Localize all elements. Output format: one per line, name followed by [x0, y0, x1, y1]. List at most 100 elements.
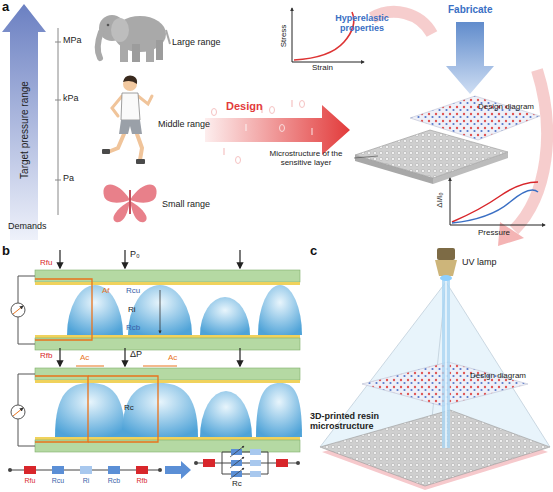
- range-scale: [55, 42, 61, 43]
- parallel-circuit: [230, 457, 244, 468]
- pressure-arrow: [239, 348, 240, 366]
- pressure-arrow: [59, 250, 60, 268]
- runner-icon: [138, 96, 152, 104]
- binary-decoration: [311, 128, 312, 135]
- parallel-circuit: [250, 460, 261, 466]
- butterfly-icon: [103, 184, 156, 222]
- series-circuit: [8, 468, 12, 472]
- current-path: [160, 290, 161, 333]
- elephant-icon: [107, 24, 110, 27]
- elephant-icon: [98, 32, 101, 58]
- resistor-label: Rfb: [40, 352, 52, 361]
- leader-line: [354, 156, 378, 158]
- pressure-arrow: [60, 348, 240, 366]
- axis-label: Pressure: [478, 229, 510, 238]
- series-circuit: [158, 468, 162, 472]
- binary-decoration: [212, 109, 217, 116]
- resistor-label: Rcu: [126, 287, 140, 296]
- axis-label: Strain: [312, 64, 333, 73]
- elephant-icon: [111, 18, 129, 42]
- callout-label: Design diagram: [470, 372, 526, 381]
- parallel-circuit: [222, 474, 268, 475]
- resistor-label: Rc: [232, 480, 242, 489]
- uv-lamp: [435, 260, 457, 276]
- current-path: [35, 279, 92, 340]
- sensor-films: [35, 270, 300, 282]
- area-label: Af: [102, 287, 110, 296]
- series-circuit: [52, 466, 64, 474]
- stress-strain-inset: [292, 62, 364, 63]
- contact-area-mark: [76, 366, 104, 367]
- light-cone: [320, 282, 550, 486]
- area-label: Ac: [80, 354, 89, 363]
- axis-label: Demands: [8, 222, 47, 232]
- unit-label: Pa: [63, 174, 74, 184]
- resistor-label: Rcu: [46, 477, 70, 485]
- runner-icon: [119, 120, 142, 134]
- ammeter-circuit: [18, 374, 35, 405]
- microdome: [67, 285, 302, 335]
- uv-lamp: [437, 248, 455, 260]
- range-scale: [55, 28, 61, 215]
- parallel-circuit: [276, 459, 288, 467]
- current-path: [35, 279, 160, 340]
- ammeter-circuit: [13, 306, 23, 314]
- binary-decoration: [223, 148, 224, 155]
- contact-area-mark: [76, 366, 177, 367]
- panel-letter: c: [310, 244, 317, 258]
- pressure-arrow: [60, 250, 240, 268]
- axis-label: Stress: [280, 25, 289, 48]
- ammeter-circuit: [18, 317, 35, 344]
- ammeter-circuit: [11, 374, 35, 446]
- parallel-circuit: [203, 459, 215, 467]
- sensor-films: [35, 368, 300, 380]
- binary-decoration: [280, 125, 285, 132]
- microdome: [256, 383, 302, 437]
- ammeter-circuit: [11, 276, 35, 344]
- current-path: [35, 376, 88, 442]
- runner-icon: [121, 93, 140, 120]
- runner-icon: [123, 76, 137, 84]
- callout-label: UV lamp: [462, 258, 497, 268]
- design-diagram-sheet: [410, 96, 540, 140]
- fabricate-beam: [446, 22, 494, 94]
- ammeter-circuit: [18, 276, 35, 303]
- response-plot: [450, 225, 545, 226]
- current-path: [35, 376, 158, 442]
- uv-beam: [442, 280, 450, 448]
- response-plot: [452, 182, 538, 222]
- pressure-arrow: [124, 250, 125, 268]
- process-swoosh: [372, 12, 547, 246]
- runner-icon: [137, 134, 142, 160]
- series-circuit: [24, 466, 36, 474]
- runner-icon: [136, 159, 145, 164]
- pressure-range-arrow: [2, 4, 46, 240]
- ammeter-circuit: [18, 419, 35, 446]
- pressure-range-arrow: [2, 4, 46, 240]
- parallel-circuit: [194, 446, 300, 479]
- butterfly-icon: [129, 190, 131, 214]
- sensor-films: [35, 282, 300, 285]
- microdome: [200, 297, 250, 335]
- response-plot: [450, 178, 451, 225]
- ammeter-circuit: [13, 408, 23, 416]
- uv-lamp: [435, 248, 457, 281]
- butterfly-icon: [113, 201, 130, 222]
- elephant-icon: [156, 40, 163, 60]
- microdome: [55, 383, 125, 437]
- sensor-films: [35, 380, 300, 383]
- microdome: [55, 383, 302, 437]
- range-scale: [55, 180, 61, 181]
- uv-lamp: [440, 275, 452, 281]
- transform-arrow: [165, 461, 191, 479]
- property-label: Hyperelastic properties: [330, 14, 394, 34]
- panel-letter: a: [2, 0, 9, 14]
- pressure-arrow: [124, 348, 125, 366]
- current-path: [88, 376, 158, 442]
- pressure-label: ΔP: [130, 350, 142, 360]
- range-label: Middle range: [158, 120, 210, 130]
- response-plot: [450, 178, 545, 225]
- resistor-label: Rc: [124, 404, 134, 413]
